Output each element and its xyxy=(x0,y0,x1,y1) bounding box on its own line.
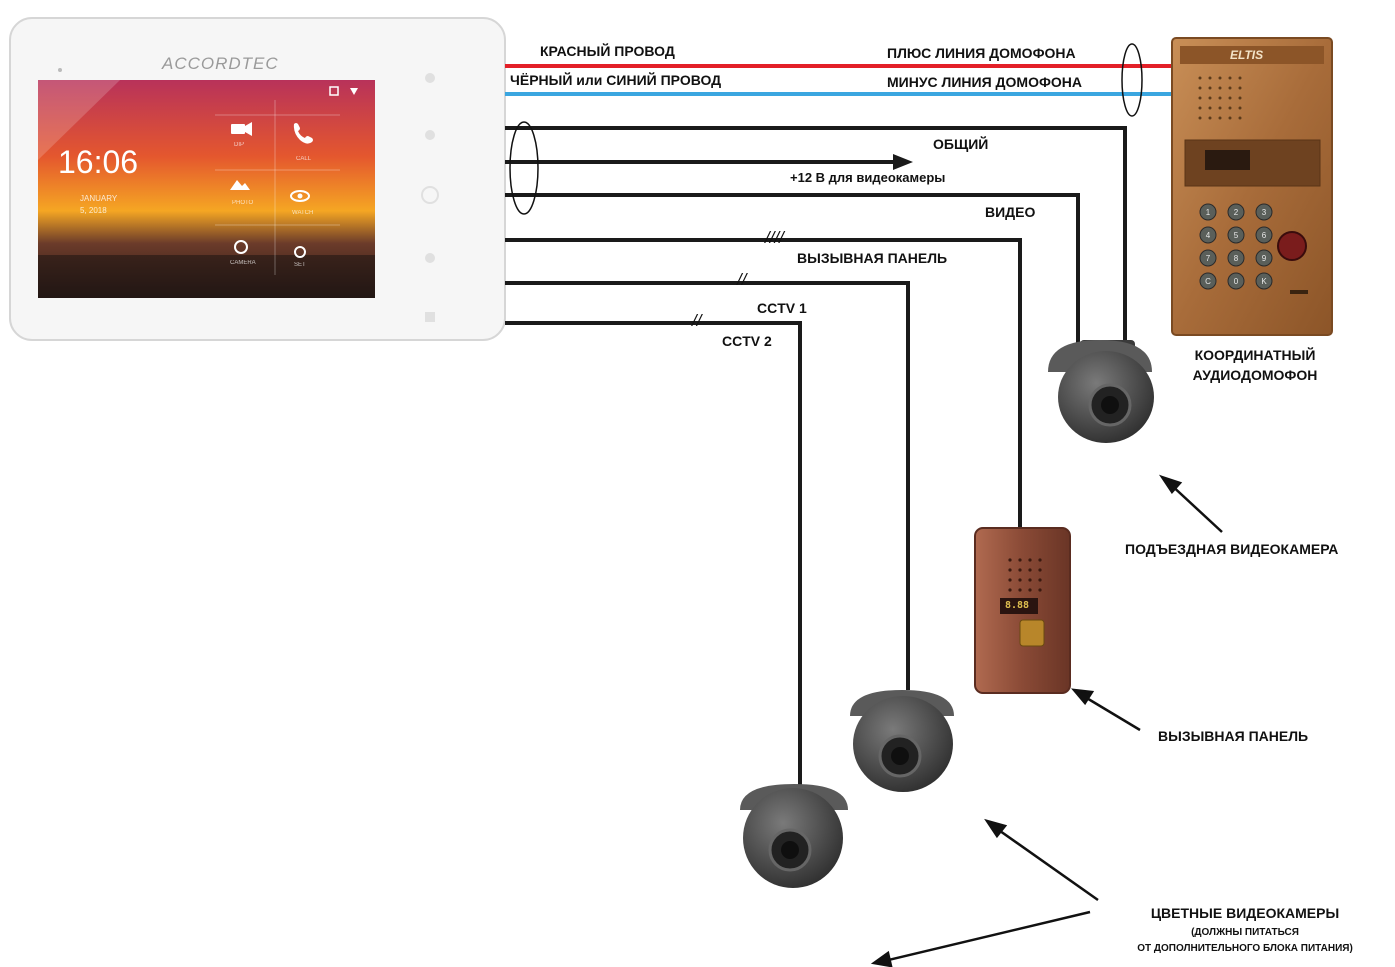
intercom-key-label: 0 xyxy=(1234,277,1239,286)
tile-watch-label: WATCH xyxy=(292,210,314,216)
tile-dip-label: DIP xyxy=(234,142,245,148)
wifi-icon xyxy=(350,88,358,95)
call-panel-display: 8.88 xyxy=(1005,600,1030,611)
intercom-label-line1: КООРДИНАТНЫЙ xyxy=(1194,347,1316,363)
cctv1-wire xyxy=(505,281,910,690)
power-wire-label: +12 В для видеокамеры xyxy=(790,170,946,185)
intercom-key xyxy=(1227,226,1245,244)
cctv2-dome-camera xyxy=(740,784,848,888)
video-wire-label: ВИДЕО xyxy=(985,204,1036,220)
common-wire-label: ОБЩИЙ xyxy=(933,136,989,152)
call-button-icon xyxy=(1277,231,1307,261)
intercom-label-line2: АУДИОДОМОФОН xyxy=(1192,367,1318,383)
video-call-icon-lens xyxy=(245,122,252,136)
intercom-key xyxy=(1199,272,1217,290)
call-panel-wire-ticks: //// xyxy=(765,228,784,247)
cctv1-wire-label: CCTV 1 xyxy=(757,300,807,316)
tile-call-label: CALL xyxy=(296,156,312,162)
tile-camera-label: CAMERA xyxy=(230,260,256,266)
intercom-key xyxy=(1227,249,1245,267)
red-wire-label: КРАСНЫЙ ПРОВОД xyxy=(540,43,675,59)
status-icon xyxy=(329,86,339,96)
intercom-panel xyxy=(1171,37,1333,336)
video-call-icon xyxy=(231,124,245,134)
camera-icon xyxy=(234,240,248,254)
call-panel-wire xyxy=(505,238,1022,528)
intercom-key-label: 8 xyxy=(1234,254,1239,263)
intercom-key-label: 7 xyxy=(1206,254,1211,263)
color-camera-arrow-2 xyxy=(879,910,1091,964)
intercom-key-label: K xyxy=(1261,277,1267,286)
entrance-camera-arrow xyxy=(1167,481,1223,533)
intercom-key xyxy=(1255,272,1273,290)
camera-cable-bundle xyxy=(509,121,539,215)
photo-icon xyxy=(230,180,250,190)
intercom-key-label: 6 xyxy=(1262,231,1267,240)
phone-icon xyxy=(293,123,313,144)
video-monitor xyxy=(9,17,506,341)
entrance-camera-arrowhead xyxy=(1158,474,1183,495)
eye-icon-pupil xyxy=(297,193,303,199)
color-cameras-note-2: ОТ ДОПОЛНИТЕЛЬНОГО БЛОКА ПИТАНИЯ) xyxy=(1137,943,1353,954)
color-camera-arrowhead-1 xyxy=(984,818,1008,839)
monitor-date-line2: 5, 2018 xyxy=(80,206,107,215)
intercom-key xyxy=(1199,203,1217,221)
black-wire-label: ЧЁРНЫЙ или СИНИЙ ПРОВОД xyxy=(510,72,722,88)
plus-line-label: ПЛЮС ЛИНИЯ ДОМОФОНА xyxy=(887,45,1076,61)
cctv2-wire-label: CCTV 2 xyxy=(722,333,772,349)
intercom-key xyxy=(1255,203,1273,221)
intercom-key xyxy=(1227,203,1245,221)
intercom-key-label: C xyxy=(1205,277,1211,286)
common-wire xyxy=(505,126,1127,345)
intercom-key-label: 2 xyxy=(1234,208,1239,217)
call-panel-arrowhead xyxy=(1071,688,1095,706)
call-panel-arrow xyxy=(1079,692,1141,732)
minus-line-label: МИНУС ЛИНИЯ ДОМОФОНА xyxy=(887,74,1083,90)
intercom-key-label: 5 xyxy=(1234,231,1239,240)
entrance-dome-camera xyxy=(1048,340,1154,443)
call-panel-button-icon xyxy=(1019,619,1045,647)
tile-photo-label: PHOTO xyxy=(232,200,254,206)
color-camera-arrowhead-2 xyxy=(870,950,893,967)
monitor-brand: ACCORDTEC xyxy=(162,54,279,73)
color-cameras-label: ЦВЕТНЫЕ ВИДЕОКАМЕРЫ xyxy=(1150,905,1340,921)
video-wire xyxy=(505,193,1080,345)
cctv1-wire-ticks: // xyxy=(737,270,747,289)
intercom-key xyxy=(1199,226,1217,244)
intercom-key-label: 9 xyxy=(1262,254,1267,263)
intercom-cable-bundle xyxy=(1121,43,1143,117)
intercom-key-label: 4 xyxy=(1206,231,1211,240)
cctv2-wire-ticks: // xyxy=(692,311,702,330)
monitor-date-line1: JANUARY xyxy=(80,194,118,203)
intercom-keypad: 1 2 3 4 5 6 7 8 9C 0 K xyxy=(1199,203,1273,290)
call-panel-label: ВЫЗЫВНАЯ ПАНЕЛЬ xyxy=(1158,728,1309,744)
settings-icon xyxy=(294,246,306,258)
power-arrow xyxy=(893,154,913,170)
call-panel-wire-label: ВЫЗЫВНАЯ ПАНЕЛЬ xyxy=(797,250,948,266)
entrance-camera-label: ПОДЪЕЗДНАЯ ВИДЕОКАМЕРА xyxy=(1125,541,1339,557)
intercom-key-label: 3 xyxy=(1262,208,1267,217)
cctv1-dome-camera xyxy=(850,690,954,792)
tile-set-label: SET xyxy=(294,262,306,268)
color-camera-arrow-1 xyxy=(992,824,1099,902)
intercom-key xyxy=(1199,249,1217,267)
intercom-brand: ELTIS xyxy=(1230,48,1264,62)
intercom-key-label: 1 xyxy=(1206,208,1211,217)
intercom-key xyxy=(1255,226,1273,244)
cctv2-wire xyxy=(505,321,802,785)
eye-icon xyxy=(290,190,310,202)
color-cameras-note-1: (ДОЛЖНЫ ПИТАТЬСЯ xyxy=(1191,927,1299,938)
call-panel-device xyxy=(974,527,1071,694)
intercom-key xyxy=(1255,249,1273,267)
intercom-key xyxy=(1227,272,1245,290)
monitor-time: 16:06 xyxy=(58,144,139,180)
